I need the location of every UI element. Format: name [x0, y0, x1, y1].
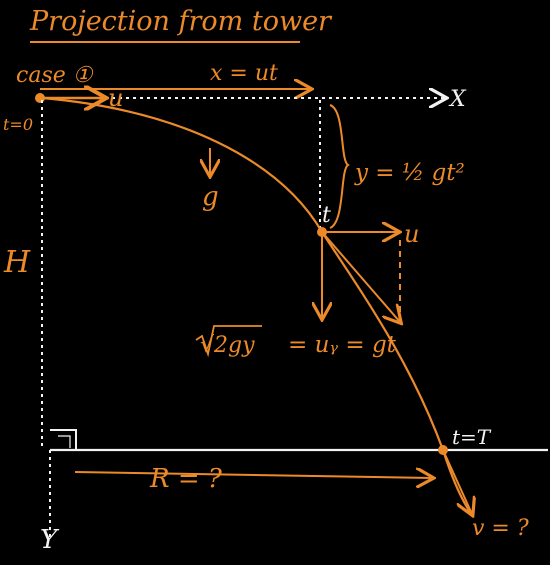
t0-label: t=0 — [3, 115, 33, 134]
right-angle-inner — [58, 435, 71, 448]
case-label: case ① — [16, 63, 94, 88]
right-angle-mark — [50, 429, 77, 450]
x-axis-label: X — [448, 87, 467, 112]
y-brace — [329, 104, 350, 229]
tangent-velocity-arrow — [321, 231, 400, 322]
trajectory-curve — [41, 96, 471, 513]
sqrt-sign — [195, 325, 262, 358]
sqrt-label: √2gy — [200, 333, 255, 358]
landing-time-label: t=T — [452, 425, 492, 449]
mid-time-label: t — [322, 203, 331, 228]
x-equation: x = ut — [210, 61, 278, 86]
gravity-label: g — [202, 182, 219, 212]
y-equation: y = ½ gt² — [354, 160, 465, 186]
final-velocity-arrow — [442, 449, 472, 514]
mid-horizontal-velocity-label: u — [404, 220, 419, 248]
final-velocity-label: v = ? — [472, 516, 529, 541]
title-text: Projection from tower — [29, 6, 333, 37]
vy-equation: = uᵧ = gt — [288, 332, 397, 358]
height-label: H — [3, 245, 31, 280]
y-axis-label: Y — [40, 525, 60, 555]
range-label: R = ? — [149, 464, 223, 494]
range-arrow — [74, 472, 432, 478]
initial-velocity-label: u — [108, 84, 123, 112]
